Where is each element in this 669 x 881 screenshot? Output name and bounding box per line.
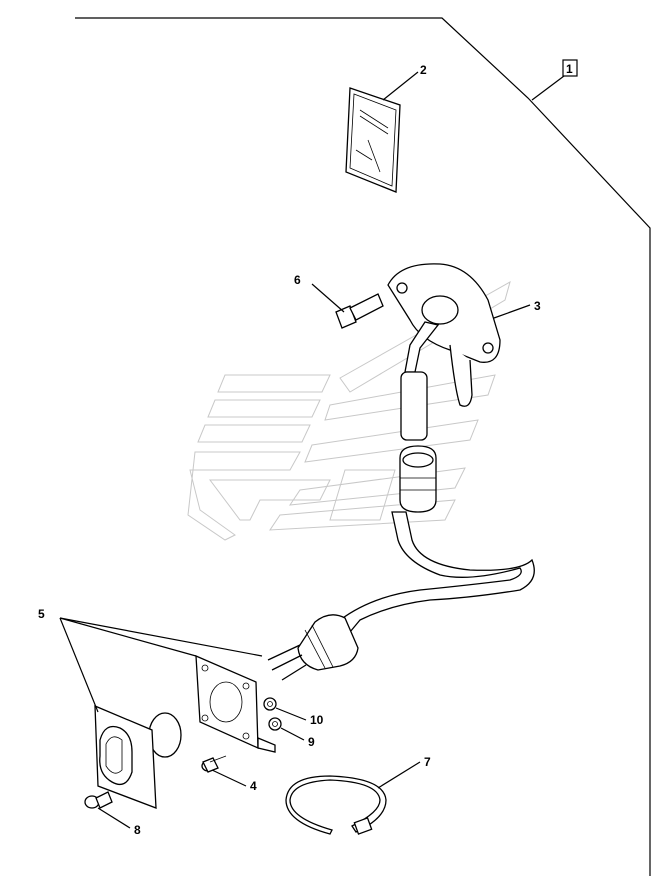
callout-5-leader-plug [59,617,263,657]
group-boundary-line [75,17,651,876]
callout-6-leader [311,283,345,313]
part-4-screw [201,755,227,773]
callout-5-leader-socket [59,617,99,713]
part-5-socket [94,705,182,809]
group-callout-label: 1 [566,62,573,76]
callout-7-leader [377,761,421,789]
part-10-washer [263,697,277,711]
group-callout-leader [531,75,565,101]
callout-8-leader [97,807,131,829]
callout-8-label: 8 [134,823,141,837]
callout-2-label: 2 [420,63,427,77]
callout-4-label: 4 [250,779,257,793]
callout-7-label: 7 [424,755,431,769]
cable [339,511,535,634]
callout-2-leader [382,71,419,101]
callout-5-leader-bracket [59,617,197,657]
callout-3-label: 3 [534,299,541,313]
part-5-bracket [195,654,276,753]
part-9-nut [268,717,282,731]
cable-connector-upper [399,445,437,513]
callout-9-label: 9 [308,735,315,749]
part-7-cable-tie [285,775,387,835]
callout-5-label: 5 [38,607,45,621]
callout-4-leader [211,769,247,787]
part-5-plug [267,614,359,681]
callout-3-leader [493,304,531,319]
group-callout-box [562,59,578,77]
callout-6-label: 6 [294,273,301,287]
part-2-decal [345,87,401,193]
part-3-flange-socket [387,263,501,441]
callout-9-leader [280,727,305,741]
part-6-bolt [335,293,384,329]
part-8-screw [84,791,113,809]
callout-10-leader [275,707,307,721]
callout-10-label: 10 [310,713,324,727]
